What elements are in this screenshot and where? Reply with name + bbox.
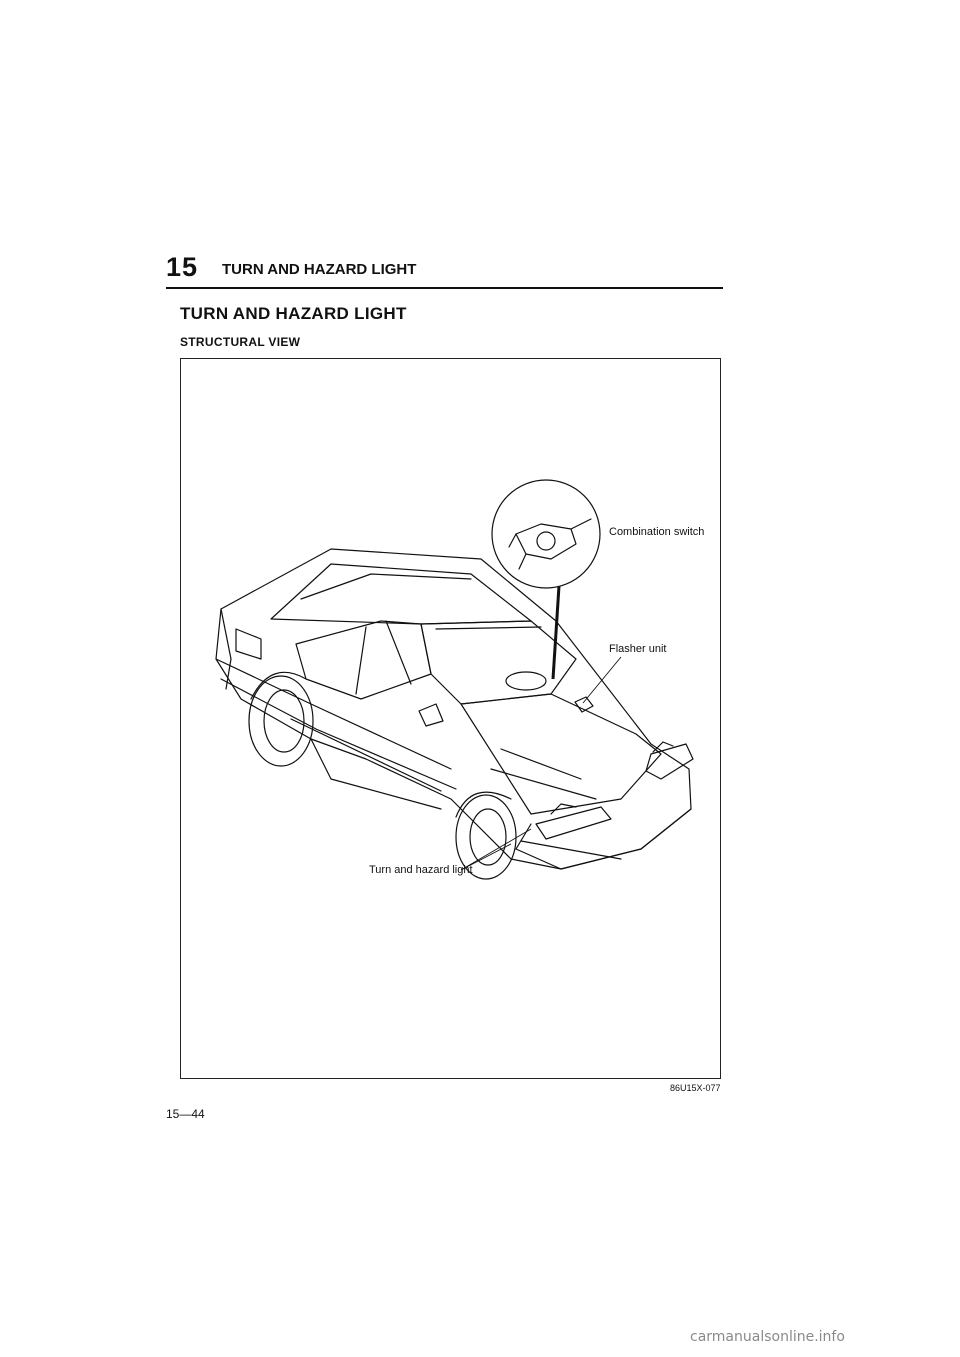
callout-flasher-unit: Flasher unit [609, 643, 667, 655]
car-line-drawing [215, 479, 694, 880]
structural-view-figure: Combination switch Flasher unit Turn and… [180, 358, 721, 1079]
callout-combination-switch: Combination switch [609, 526, 705, 538]
section-subtitle: STRUCTURAL VIEW [180, 335, 301, 349]
section-title: TURN AND HAZARD LIGHT [180, 304, 407, 323]
chapter-title: TURN AND HAZARD LIGHT [222, 261, 417, 278]
page-number: 15—44 [166, 1107, 205, 1121]
figure-code: 86U15X-077 [670, 1083, 721, 1093]
callout-turn-hazard-light: Turn and hazard light [369, 864, 473, 876]
chapter-header: 15 TURN AND HAZARD LIGHT [166, 252, 723, 288]
chapter-number: 15 [166, 252, 199, 282]
watermark: carmanualsonline.info [690, 1329, 845, 1345]
header-divider [166, 287, 723, 289]
